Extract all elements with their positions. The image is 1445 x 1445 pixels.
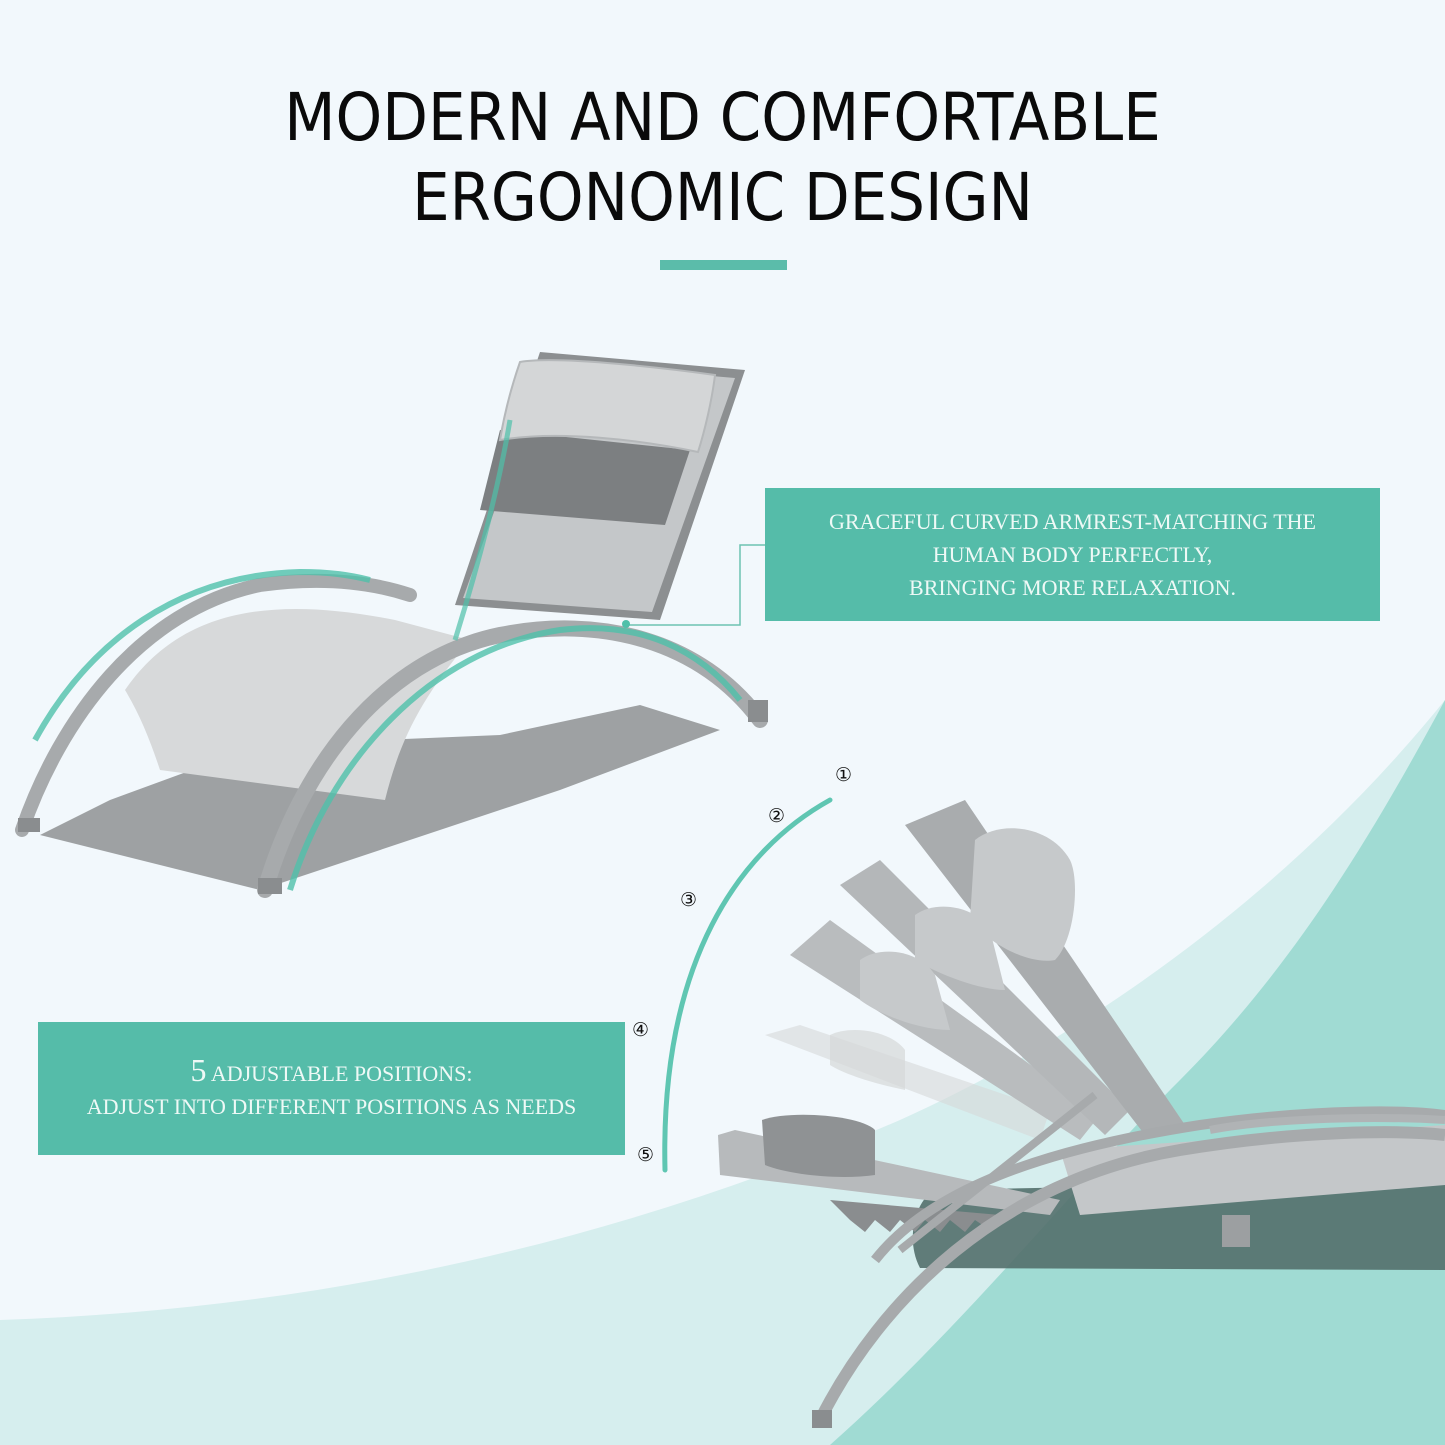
seat-fabric (125, 608, 470, 800)
position-arc (662, 797, 833, 1173)
backrest-highlight (452, 419, 513, 641)
pillow-position-2 (915, 906, 1005, 990)
positions-callout-line-2: ADJUST INTO DIFFERENT POSITIONS AS NEEDS (86, 1094, 577, 1119)
backrest-dark-panel (480, 430, 690, 525)
pillow-position-5 (762, 1114, 875, 1177)
pillow-position-3 (860, 951, 950, 1030)
position-marker-2: ② (768, 805, 786, 827)
armrest-callout: GRACEFUL CURVED ARMREST-MATCHING THE HUM… (765, 488, 1380, 621)
bottom-arc-frame-rear (871, 1106, 1445, 1264)
headrest-pillow (498, 359, 717, 454)
title-line-2: ERGONOMIC DESIGN (412, 159, 1033, 236)
bottom-seat-fabric (1060, 1125, 1445, 1215)
armrest-highlight-left (32, 568, 371, 742)
position-marker-5: ⑤ (637, 1144, 655, 1166)
position-marker-3: ③ (680, 889, 698, 911)
backrest-position-2 (840, 860, 1130, 1135)
positions-callout-line-1: 5 ADJUSTABLE POSITIONS: (191, 1054, 473, 1090)
front-left-leg-cap (18, 818, 40, 832)
positions-heading: ADJUSTABLE POSITIONS: (206, 1061, 473, 1086)
bottom-armrest (1209, 1114, 1445, 1134)
lounge-chair-upright (15, 352, 768, 898)
page-title: MODERN AND COMFORTABLE ERGONOMIC DESIGN (72, 78, 1373, 238)
positions-callout: 5 ADJUSTABLE POSITIONS: ADJUST INTO DIFF… (38, 1022, 625, 1155)
front-right-leg-cap (258, 878, 282, 894)
armrest-connector-dot (622, 620, 630, 628)
bottom-arc-frame-front (814, 1126, 1445, 1423)
pillow-position-1 (970, 828, 1075, 961)
lounge-chair-positions (718, 800, 1445, 1428)
title-underline (660, 260, 787, 270)
armrest-callout-line-1: GRACEFUL CURVED ARMREST-MATCHING THE (829, 509, 1316, 534)
support-strut (897, 1091, 1098, 1254)
armrest-callout-line-3: BRINGING MORE RELAXATION. (909, 575, 1236, 600)
armrest-highlight-right (287, 625, 743, 891)
positions-count: 5 (190, 1052, 207, 1088)
position-marker-4: ④ (632, 1019, 650, 1041)
armrest-connector-line (628, 544, 765, 626)
left-arc-frame (15, 573, 417, 837)
pillow-position-4 (830, 1030, 905, 1090)
right-arc-frame (257, 620, 768, 898)
pivot-bracket (1222, 1215, 1250, 1247)
bottom-leg-cap (812, 1410, 832, 1428)
armrest-callout-line-2: HUMAN BODY PERFECTLY, (932, 542, 1213, 567)
position-marker-1: ① (835, 764, 853, 786)
title-line-1: MODERN AND COMFORTABLE (284, 79, 1161, 156)
rear-right-leg-cap (748, 700, 768, 722)
